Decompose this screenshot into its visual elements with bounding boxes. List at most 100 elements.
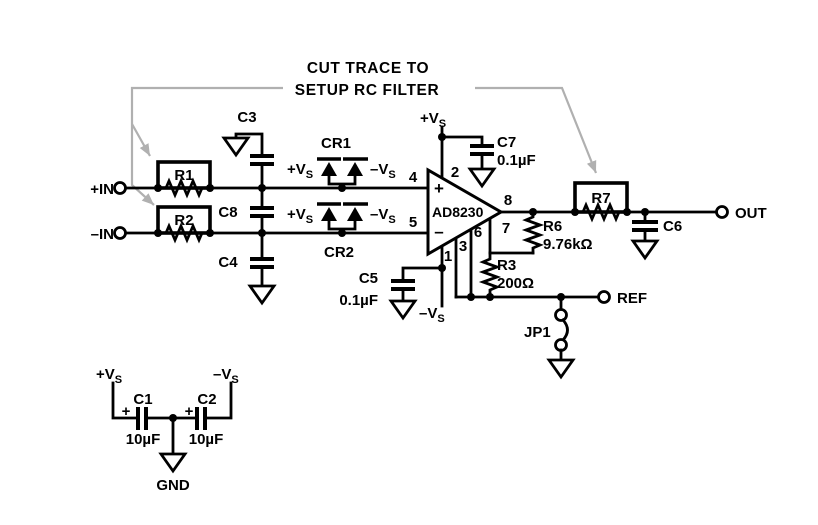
ad8230-amplifier: + – AD8230 4 5 2 8 7 1 3 6 +VS –VS — [409, 110, 512, 325]
out-terminal — [715, 205, 729, 219]
c8-capacitor: C8 — [218, 186, 274, 235]
jp1-label: JP1 — [524, 324, 551, 341]
cr2-neg-supply-label: –VS — [370, 206, 396, 226]
pin7-label: 7 — [502, 220, 510, 237]
r7-resistor: R7 — [573, 181, 629, 223]
pin2-label: 2 — [451, 164, 459, 181]
c2-value: 10µF — [189, 431, 224, 448]
r2-label: R2 — [174, 212, 193, 229]
plus-in-terminal — [113, 181, 127, 195]
ground-symbol — [630, 239, 660, 261]
supply-decoupling-block: +VS –VS C1 C2 + + 10µF 10µF GND — [96, 366, 239, 494]
junction-dot — [438, 264, 446, 272]
cr1-diodes: CR1 +VS –VS — [287, 135, 396, 190]
cr2-diode-left — [321, 207, 337, 221]
junction-dot — [169, 414, 177, 422]
c1-c2-plates — [136, 407, 207, 430]
junction-dots — [154, 133, 649, 422]
leader-arrow-to-r2 — [130, 86, 283, 206]
c4-capacitor: C4 — [218, 231, 277, 306]
out-terminal-group: OUT — [715, 205, 767, 222]
jp1-link — [561, 318, 569, 342]
c4-label: C4 — [218, 254, 238, 271]
leader-arrow-to-r1 — [131, 123, 151, 157]
junction-dot — [154, 229, 162, 237]
amplifier-triangle — [426, 167, 505, 257]
ground-symbol — [546, 358, 576, 380]
junction-dot — [529, 208, 537, 216]
pin6-label: 6 — [474, 224, 482, 241]
junction-dot — [338, 184, 346, 192]
c2-label: C2 — [197, 391, 216, 408]
c8-plates — [250, 206, 274, 218]
junction-dot — [467, 293, 475, 301]
note-line2: SETUP RC FILTER — [295, 82, 440, 99]
c2-polarity-sign: + — [185, 403, 194, 420]
r3-value: 200Ω — [497, 275, 534, 292]
c6-label: C6 — [663, 218, 682, 235]
r6-label: R6 — [543, 218, 562, 235]
jp1-jumper: JP1 — [524, 295, 576, 380]
pin8-label: 8 — [504, 192, 512, 209]
junction-dot — [438, 133, 446, 141]
c7-value: 0.1µF — [497, 152, 536, 169]
cr2-diodes: CR2 +VS –VS — [287, 202, 396, 261]
junction-dot — [258, 229, 266, 237]
c1-value: 10µF — [126, 431, 161, 448]
c1-polarity-sign: + — [122, 403, 131, 420]
c5-capacitor: C5 0.1µF — [339, 266, 444, 321]
c3-plates — [250, 154, 274, 166]
c6-capacitor: C6 — [630, 210, 682, 261]
cr2-label: CR2 — [324, 244, 354, 261]
plus-in-label: +IN — [90, 181, 114, 198]
c7-plates — [470, 144, 494, 156]
junction-dot — [641, 208, 649, 216]
r6-value: 9.76kΩ — [543, 236, 593, 253]
pin4-label: 4 — [409, 169, 418, 186]
c6-plates — [632, 220, 658, 232]
junction-dot — [206, 184, 214, 192]
r2-zigzag — [156, 222, 212, 244]
cr2-pos-supply-label: +VS — [287, 206, 313, 226]
jp1-pin-top — [554, 308, 568, 322]
ground-symbol — [247, 284, 277, 306]
cr2-diode-right — [347, 207, 363, 221]
r1-label: R1 — [174, 167, 193, 184]
cr1-label: CR1 — [321, 135, 351, 152]
cr1-pos-supply-label: +VS — [287, 161, 313, 181]
junction-dot — [154, 184, 162, 192]
r1-resistor: R1 — [156, 160, 212, 199]
r7-label: R7 — [591, 190, 610, 207]
r6-zigzag — [521, 210, 545, 255]
minus-in-terminal — [113, 226, 127, 240]
c7-label: C7 — [497, 134, 516, 151]
c1-label: C1 — [133, 391, 152, 408]
block-neg-supply-label: –VS — [213, 366, 239, 386]
cut-trace-leaders — [130, 86, 598, 206]
ref-terminal — [597, 290, 611, 304]
c4-plates — [250, 257, 274, 269]
r3-label: R3 — [497, 257, 516, 274]
r2-resistor: R2 — [156, 205, 212, 244]
inverting-input-sign: – — [434, 222, 443, 241]
pin5-label: 5 — [409, 214, 417, 231]
out-label: OUT — [735, 205, 767, 222]
junction-dot — [206, 229, 214, 237]
input-lines: +IN –IN — [90, 181, 430, 243]
amplifier-part-number: AD8230 — [432, 204, 484, 220]
note-cut-trace: CUT TRACE TO SETUP RC FILTER — [295, 60, 440, 99]
noninverting-input-sign: + — [434, 179, 444, 198]
c5-wires — [401, 266, 444, 303]
cr1-diode-right — [347, 162, 363, 176]
ground-symbol — [388, 299, 418, 321]
ref-bus: REF — [454, 290, 647, 307]
c5-label: C5 — [359, 270, 378, 287]
junction-dot — [258, 184, 266, 192]
junction-dot — [623, 208, 631, 216]
r1-zigzag — [156, 177, 212, 199]
c3-capacitor: C3 — [221, 109, 274, 190]
pin3-label: 3 — [459, 238, 467, 255]
c7-capacitor: C7 0.1µF — [440, 134, 536, 189]
